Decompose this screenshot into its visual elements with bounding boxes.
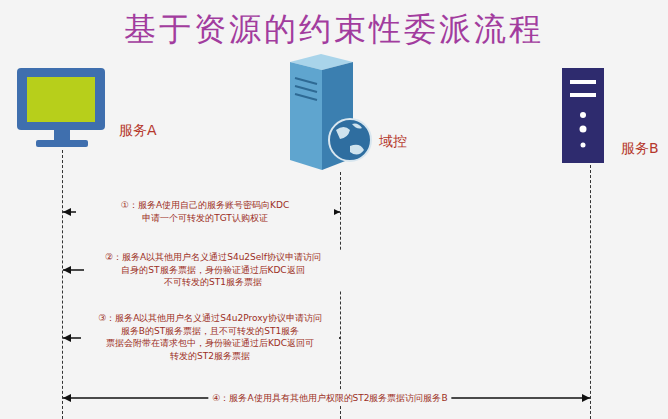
message-label: ④：服务A使用具有其他用户权限的ST2服务票据访问服务B (208, 391, 451, 406)
message-label: ③：服务A以其他用户名义通过S4u2Proxy协议申请访问 服务B的ST服务票据… (81, 311, 339, 363)
message-label: ②：服务A以其他用户名义通过S4u2Self协议申请访问 自身的ST服务票据，身… (84, 250, 342, 290)
tower-dot (581, 143, 586, 148)
tower-slot (570, 80, 596, 84)
tower-slot (570, 93, 596, 97)
tower-dot (580, 126, 587, 133)
lifeline-node: 服务A (62, 150, 63, 419)
monitor-base (36, 140, 88, 147)
globe-land (336, 124, 364, 155)
entity-label: 服务B (621, 140, 659, 158)
monitor-frame (17, 68, 105, 130)
server-slot (295, 94, 317, 100)
tower-dot (580, 112, 586, 118)
monitor-neck (54, 130, 70, 140)
diagram-title: 基于资源的约束性委派流程 (0, 8, 668, 52)
server-slot (295, 86, 317, 92)
entity-label: 域控 (379, 133, 407, 151)
monitor-screen (27, 77, 95, 122)
message-label: ①：服务A使用自己的服务账号密码向KDC 申请一个可转发的TGT认购权证 (76, 198, 334, 225)
entity-label: 服务A (119, 122, 157, 140)
globe (329, 119, 371, 161)
lifeline-node: 域控 (340, 172, 341, 419)
lifeline-node: 服务B (590, 165, 591, 419)
server-slot (295, 78, 317, 84)
server-left (290, 62, 322, 170)
tower-body (562, 68, 604, 163)
